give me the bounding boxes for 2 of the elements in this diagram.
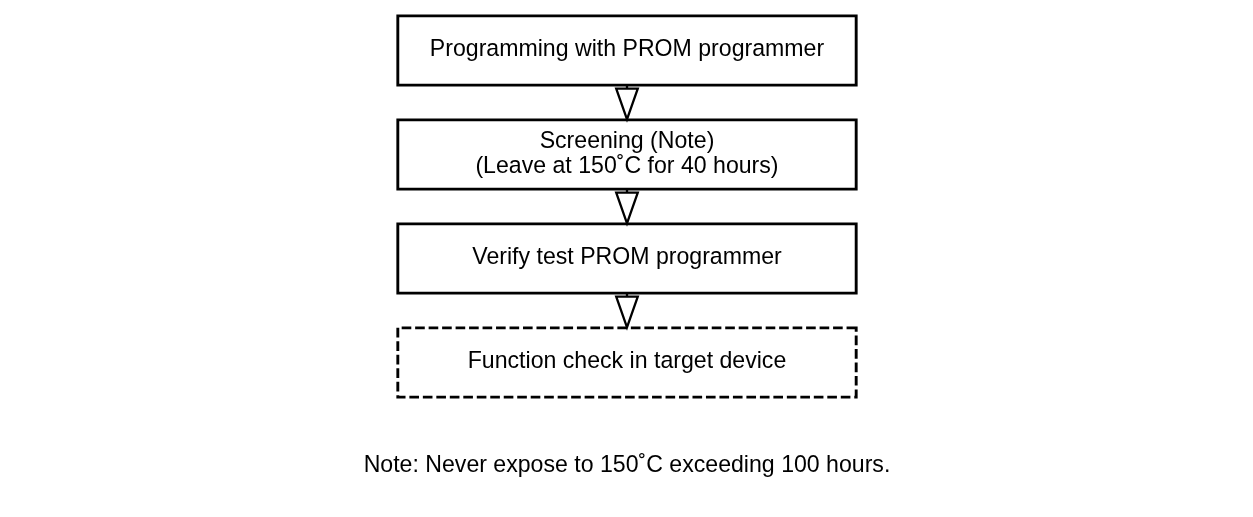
node-box: Function check in target device	[395, 326, 858, 399]
label: Note: Never expose to 150˚C exceeding 100 hours.	[363, 451, 890, 478]
